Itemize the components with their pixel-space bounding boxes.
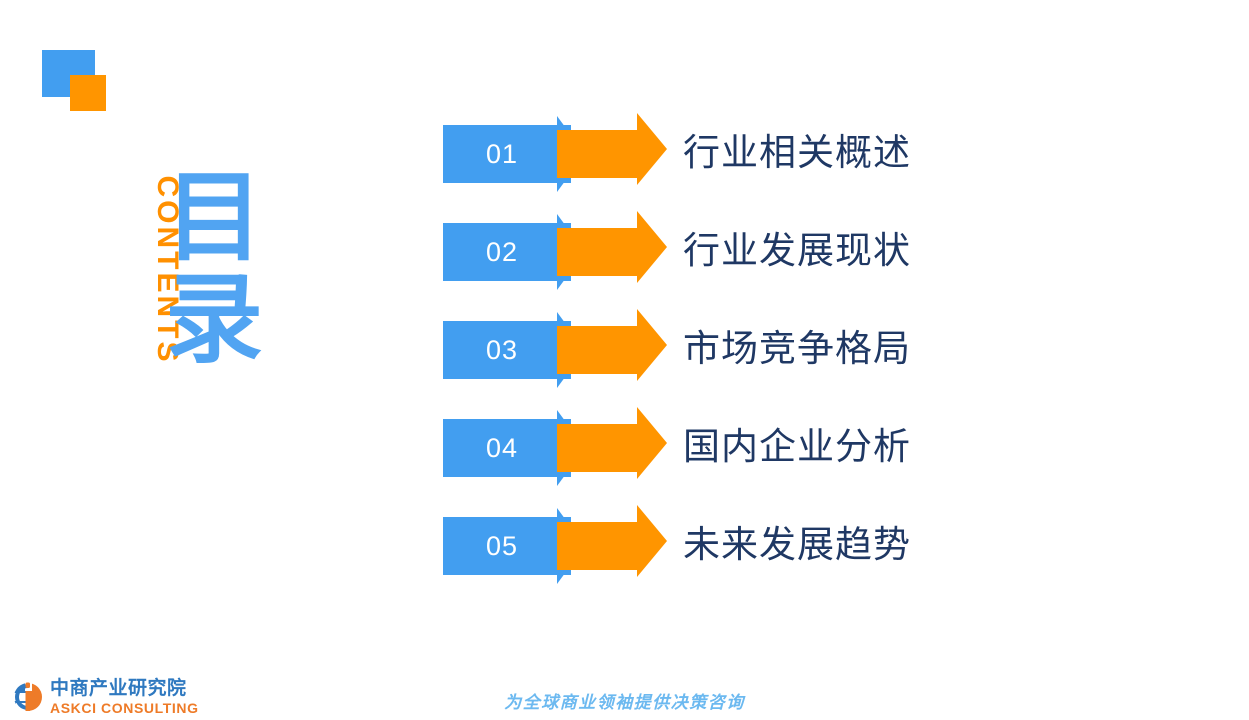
- item-number: 03: [485, 335, 519, 365]
- blue-arrow-body: [443, 125, 571, 183]
- item-number: 04: [485, 433, 519, 463]
- page-title-char-1: 目: [165, 161, 264, 275]
- list-item[interactable]: 02 行业发展现状: [443, 211, 1063, 293]
- contents-list: 01 行业相关概述 02 行业发展现状 03 市场竞争格局 04 国内企业分析: [443, 113, 1063, 595]
- footer-logo-chinese: 中商产业研究院: [50, 677, 187, 699]
- orange-square-icon: [70, 75, 106, 111]
- item-number: 05: [485, 531, 519, 561]
- blue-arrow-body: [443, 223, 571, 281]
- item-label[interactable]: 未来发展趋势: [683, 523, 911, 566]
- orange-arrow-head-icon: [637, 211, 667, 283]
- list-item[interactable]: 01 行业相关概述: [443, 113, 1063, 195]
- orange-arrow-head-icon: [637, 407, 667, 479]
- footer-logo-text: 中商产业研究院 ASKCI CONSULTING: [50, 677, 199, 716]
- footer-logo: 中商产业研究院 ASKCI CONSULTING: [12, 678, 199, 716]
- corner-decoration: [42, 50, 112, 112]
- blue-arrow-body: [443, 517, 571, 575]
- orange-arrow-head-icon: [637, 505, 667, 577]
- blue-arrow-body: [443, 321, 571, 379]
- orange-arrow-head-icon: [637, 309, 667, 381]
- item-label[interactable]: 行业相关概述: [683, 131, 911, 174]
- page-title-char-2: 录: [165, 263, 264, 377]
- orange-arrow-body: [557, 326, 640, 374]
- orange-arrow-body: [557, 228, 640, 276]
- item-number: 01: [485, 139, 519, 169]
- footer-tagline: 为全球商业领袖提供决策咨询: [504, 693, 745, 713]
- item-label[interactable]: 行业发展现状: [683, 229, 911, 272]
- orange-arrow-body: [557, 522, 640, 570]
- contents-heading: CONTENTS 目 录: [105, 167, 305, 390]
- item-label[interactable]: 国内企业分析: [683, 425, 911, 468]
- page-title: 目 录: [165, 167, 263, 371]
- orange-arrow-body: [557, 130, 640, 178]
- blue-arrow-body: [443, 419, 571, 477]
- item-label[interactable]: 市场竞争格局: [683, 327, 911, 370]
- orange-arrow-body: [557, 424, 640, 472]
- list-item[interactable]: 03 市场竞争格局: [443, 309, 1063, 391]
- list-item[interactable]: 04 国内企业分析: [443, 407, 1063, 489]
- askci-circle-logo-icon: [14, 682, 42, 711]
- item-number: 02: [485, 237, 519, 267]
- list-item[interactable]: 05 未来发展趋势: [443, 505, 1063, 587]
- orange-arrow-head-icon: [637, 113, 667, 185]
- footer-logo-english: ASKCI CONSULTING: [50, 700, 199, 716]
